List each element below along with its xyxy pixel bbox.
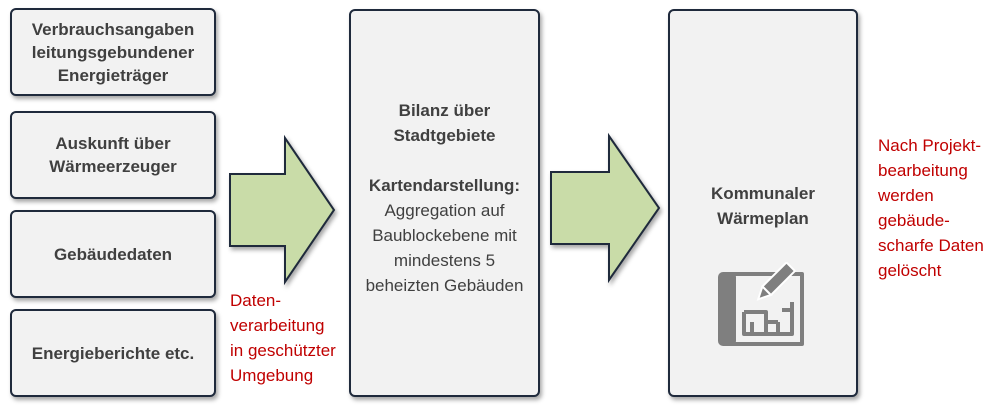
source-box-energy-reports: Energieberichte etc. <box>10 309 216 397</box>
blueprint-pencil-icon <box>718 262 804 346</box>
note-line: Daten- <box>230 291 282 310</box>
map-line: Baublockebene mit <box>372 226 517 245</box>
note-line: werden <box>878 186 934 205</box>
source-box-consumption: Verbrauchsangaben leitungsgebundener Ene… <box>10 8 216 96</box>
note-line: in geschützter <box>230 341 336 360</box>
data-processing-note: Daten- verarbeitung in geschützter Umgeb… <box>230 288 336 388</box>
note-line: scharfe Daten <box>878 236 984 255</box>
map-line: beheizten Gebäuden <box>365 276 524 295</box>
source-label-line: Gebäudedaten <box>53 244 173 264</box>
source-label-line: Verbrauchsangaben <box>31 19 195 39</box>
source-box-heat-generators: Auskunft über Wärmeerzeuger <box>10 111 216 199</box>
note-line: Nach Projekt- <box>878 136 981 155</box>
balance-title-line: Bilanz über <box>398 101 491 120</box>
flow-arrow-1 <box>229 134 336 286</box>
source-label-line: Energieberichte etc. <box>31 343 195 363</box>
note-line: gelöscht <box>878 261 942 280</box>
source-box-building-data: Gebäudedaten <box>10 210 216 298</box>
source-label-line: leitungsgebundener <box>31 42 195 62</box>
flow-arrow-2 <box>550 132 661 284</box>
map-title: Kartendarstellung: <box>368 176 521 195</box>
plan-title-line: Kommunaler <box>711 184 815 203</box>
source-label-line: Wärmeerzeuger <box>49 157 177 176</box>
note-line: Umgebung <box>230 366 314 385</box>
plan-title-line: Wärmeplan <box>717 209 809 228</box>
source-label-line: Energieträger <box>57 65 169 85</box>
balance-title-line: Stadtgebiete <box>393 126 496 145</box>
deletion-note: Nach Projekt- bearbeitung werden gebäude… <box>878 133 984 283</box>
source-label-line: Auskunft über <box>55 134 171 153</box>
balance-box: Bilanz über Stadtgebiete Kartendarstellu… <box>349 9 540 397</box>
note-line: gebäude- <box>878 211 950 230</box>
note-line: bearbeitung <box>878 161 968 180</box>
note-line: verarbeitung <box>230 316 325 335</box>
map-line: Aggregation auf <box>384 201 505 220</box>
map-line: mindestens 5 <box>393 251 496 270</box>
